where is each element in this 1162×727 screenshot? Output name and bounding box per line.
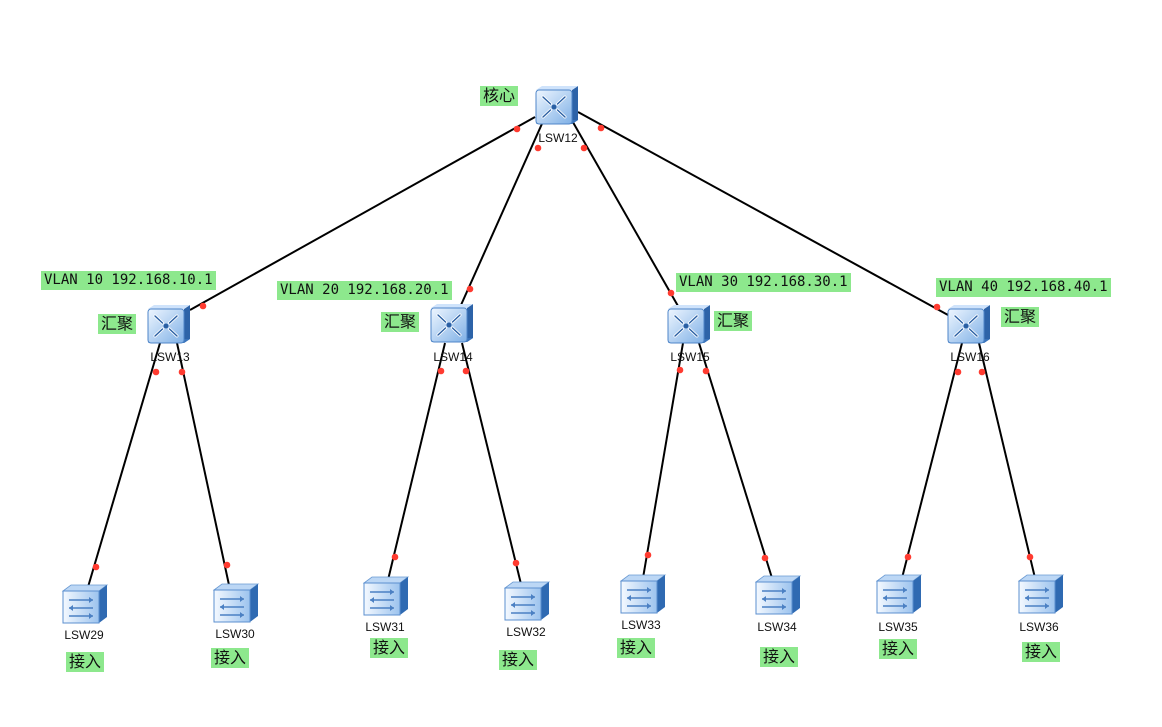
switch-label-lsw32: LSW32: [506, 625, 546, 639]
switch-node-lsw35[interactable]: [875, 574, 923, 614]
switch-node-lsw14[interactable]: [430, 304, 473, 343]
port-dot: [466, 285, 474, 293]
l2-switch-icon: [754, 575, 802, 615]
l3-switch-icon: [667, 305, 710, 344]
role-tag-lsw16: 汇聚: [1001, 307, 1040, 327]
port-dot: [437, 367, 445, 375]
port-dot: [761, 554, 769, 562]
switch-label-lsw33: LSW33: [621, 618, 661, 632]
l3-switch-icon: [947, 305, 990, 344]
role-tag-lsw15: 汇聚: [714, 311, 753, 331]
switch-node-lsw31[interactable]: [362, 576, 410, 616]
port-dot: [702, 367, 710, 375]
port-dot: [933, 303, 941, 311]
switch-label-core: LSW12: [538, 131, 578, 145]
link-line-7: [461, 342, 522, 585]
vlan-tag-lsw16: VLAN 40 192.168.40.1: [936, 278, 1111, 297]
role-tag-lsw31: 接入: [370, 638, 409, 658]
l2-switch-icon: [503, 581, 551, 621]
link-line-3: [577, 111, 949, 316]
port-dot: [391, 553, 399, 561]
link-line-4: [87, 342, 161, 588]
switch-label-lsw13: LSW13: [150, 350, 190, 364]
role-tag-lsw13: 汇聚: [98, 314, 137, 334]
role-tag-lsw33: 接入: [617, 638, 656, 658]
switch-label-lsw14: LSW14: [433, 350, 473, 364]
switch-node-lsw33[interactable]: [619, 574, 667, 614]
link-line-8: [642, 342, 684, 579]
port-dot: [676, 366, 684, 374]
l3-switch-icon: [147, 305, 190, 344]
link-line-9: [698, 342, 773, 579]
links-layer: [87, 111, 1036, 588]
l2-switch-icon: [1017, 574, 1065, 614]
l2-switch-icon: [875, 574, 923, 614]
switch-node-lsw36[interactable]: [1017, 574, 1065, 614]
switch-label-lsw15: LSW15: [670, 350, 710, 364]
port-dot: [178, 368, 186, 376]
role-tag-core: 核心: [480, 86, 519, 106]
link-line-6: [387, 342, 446, 581]
vlan-tag-lsw13: VLAN 10 192.168.10.1: [41, 271, 216, 290]
port-dot: [462, 367, 470, 375]
port-dot: [597, 124, 605, 132]
role-tag-lsw36: 接入: [1022, 642, 1061, 662]
l2-switch-icon: [212, 583, 260, 623]
role-tag-lsw30: 接入: [211, 648, 250, 668]
l3-switch-icon: [430, 304, 473, 343]
role-tag-lsw34: 接入: [760, 647, 799, 667]
switch-node-lsw32[interactable]: [503, 581, 551, 621]
link-line-10: [901, 342, 963, 579]
switch-node-core[interactable]: [535, 86, 578, 125]
switch-label-lsw29: LSW29: [64, 628, 104, 642]
switch-label-lsw16: LSW16: [950, 350, 990, 364]
port-dot: [199, 302, 207, 310]
l2-switch-icon: [362, 576, 410, 616]
l2-switch-icon: [619, 574, 667, 614]
l2-switch-icon: [61, 584, 109, 624]
link-line-5: [176, 342, 230, 586]
switch-node-lsw13[interactable]: [147, 305, 190, 344]
port-dot: [92, 563, 100, 571]
switch-node-lsw29[interactable]: [61, 584, 109, 624]
port-dot: [667, 289, 675, 297]
switch-node-lsw16[interactable]: [947, 305, 990, 344]
port-dot: [904, 553, 912, 561]
port-dot: [1026, 553, 1034, 561]
vlan-tag-lsw15: VLAN 30 192.168.30.1: [676, 273, 851, 292]
port-dot: [954, 368, 962, 376]
port-dot: [534, 144, 542, 152]
role-tag-lsw14: 汇聚: [381, 312, 420, 332]
link-line-1: [460, 116, 546, 306]
role-tag-lsw32: 接入: [499, 650, 538, 670]
port-dot: [152, 368, 160, 376]
switch-node-lsw30[interactable]: [212, 583, 260, 623]
role-tag-lsw35: 接入: [879, 639, 918, 659]
switch-label-lsw30: LSW30: [215, 627, 255, 641]
switch-node-lsw34[interactable]: [754, 575, 802, 615]
port-dot: [223, 561, 231, 569]
switch-label-lsw35: LSW35: [878, 620, 918, 634]
switch-node-lsw15[interactable]: [667, 305, 710, 344]
switch-label-lsw36: LSW36: [1019, 620, 1059, 634]
vlan-tag-lsw14: VLAN 20 192.168.20.1: [277, 281, 452, 300]
port-dot: [978, 368, 986, 376]
link-line-2: [569, 116, 679, 307]
l3-switch-icon: [535, 86, 578, 125]
port-dot: [513, 125, 521, 133]
port-dot: [512, 559, 520, 567]
link-line-11: [978, 342, 1036, 579]
role-tag-lsw29: 接入: [66, 652, 105, 672]
link-line-0: [189, 116, 536, 311]
switch-label-lsw31: LSW31: [365, 620, 405, 634]
switch-label-lsw34: LSW34: [757, 620, 797, 634]
port-dot: [644, 551, 652, 559]
port-dot: [580, 144, 588, 152]
